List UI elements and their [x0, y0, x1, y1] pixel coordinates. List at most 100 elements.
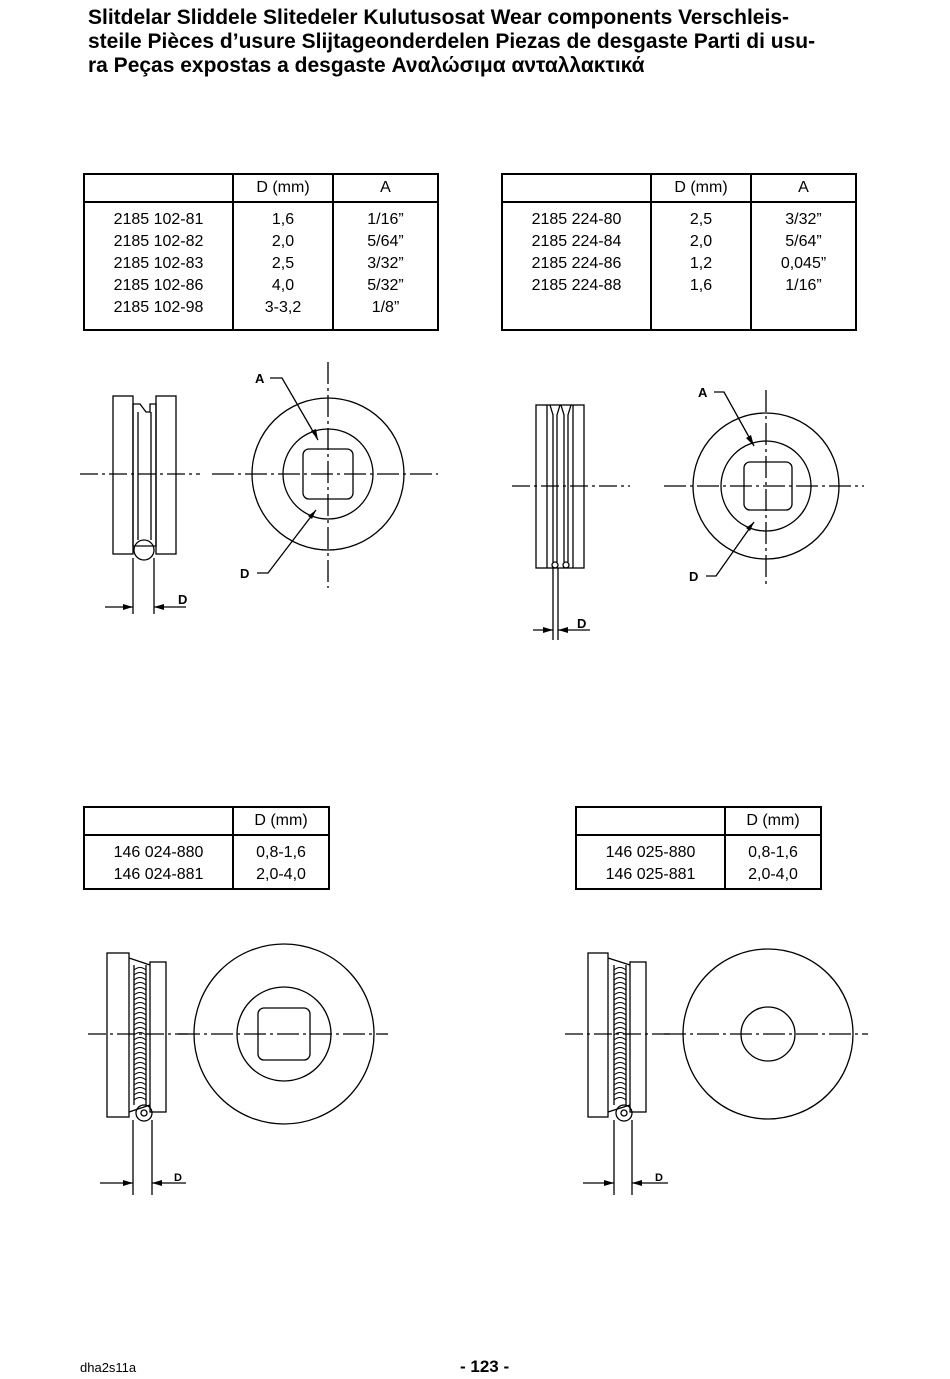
knurl-line: [133, 1067, 147, 1071]
knurl-line: [613, 1062, 627, 1066]
table-header-blank: [501, 173, 652, 203]
knurl-line: [613, 1002, 627, 1006]
d-value: 1,6: [689, 277, 713, 294]
table-column-d: 1,6 2,0 2,5 4,0 3-3,2: [232, 202, 334, 330]
knurl-line: [133, 1037, 147, 1041]
d-value: 2,0-4,0: [256, 866, 306, 883]
table-header-blank: [83, 806, 234, 836]
part-number: 2185 102-98: [113, 299, 204, 316]
a-value: 5/32”: [367, 277, 404, 294]
d-value: 3-3,2: [264, 299, 302, 316]
a-value: 1/8”: [371, 299, 400, 316]
part-number: 2185 224-88: [531, 277, 622, 294]
knurl-line: [613, 1007, 627, 1011]
knurl-line: [613, 1057, 627, 1061]
d-value: 2,0-4,0: [748, 866, 798, 883]
part-number: 2185 224-80: [531, 211, 622, 228]
knurl-line: [613, 1017, 627, 1021]
part-number: 146 024-881: [113, 866, 204, 883]
knurl-line: [613, 1037, 627, 1041]
table-column-a: 1/16” 5/64” 3/32” 5/32” 1/8”: [332, 202, 439, 330]
table-header-d: D (mm): [232, 806, 330, 836]
knurl-line: [613, 1022, 627, 1026]
table-header-a: A: [750, 173, 857, 203]
table-column-d: 2,5 2,0 1,2 1,6: [650, 202, 752, 330]
d-value: 2,5: [689, 211, 713, 228]
a-value: 5/64”: [367, 233, 404, 250]
label-a: A: [255, 371, 265, 386]
label-d: D: [655, 1172, 663, 1184]
d-value: 2,0: [271, 233, 295, 250]
part-number: 146 025-881: [605, 866, 696, 883]
knurl-line: [133, 1092, 147, 1096]
table-header-d: D (mm): [724, 806, 822, 836]
d-value: 1,2: [689, 255, 713, 272]
knurl-line: [613, 987, 627, 991]
d-value: 1,6: [271, 211, 295, 228]
d-value: 4,0: [271, 277, 295, 294]
label-d: D: [577, 616, 586, 631]
knurl-line: [133, 1072, 147, 1076]
knurl-line: [133, 1007, 147, 1011]
knurl-line: [133, 1042, 147, 1046]
table-column-d: 0,8-1,6 2,0-4,0: [232, 835, 330, 889]
part-number: 2185 102-82: [113, 233, 204, 250]
title-line-3: ra Peças expostas a desgaste Αναλώσιμα α…: [88, 54, 645, 77]
knurl-line: [613, 997, 627, 1001]
knurl-line: [133, 982, 147, 986]
d-value: 2,5: [271, 255, 295, 272]
table-column-d: 0,8-1,6 2,0-4,0: [724, 835, 822, 889]
knurl-line: [613, 1067, 627, 1071]
knurl-line: [133, 1047, 147, 1051]
knurl-line: [613, 1082, 627, 1086]
a-value: 0,045”: [780, 255, 827, 272]
knurl-line: [133, 1052, 147, 1056]
table-column-codes: 2185 224-80 2185 224-84 2185 224-86 2185…: [501, 202, 652, 330]
table-header-d: D (mm): [650, 173, 752, 203]
knurl-line: [133, 987, 147, 991]
knurl-line: [133, 1062, 147, 1066]
knurl-line: [133, 1027, 147, 1031]
knurl-line: [613, 1032, 627, 1036]
knurl-line: [613, 1077, 627, 1081]
part-number: 2185 224-86: [531, 255, 622, 272]
d-value: 0,8-1,6: [748, 844, 798, 861]
knurl-line: [613, 1097, 627, 1101]
knurl-line: [133, 1012, 147, 1016]
knurl-line: [133, 1097, 147, 1101]
parts-table-1: D (mm) A 2185 102-81 2185 102-82 2185 10…: [83, 173, 439, 331]
knurl-line: [613, 1092, 627, 1096]
knurl-line: [613, 992, 627, 996]
knurl-line: [133, 972, 147, 976]
table-header-a: A: [332, 173, 439, 203]
knurl-line: [133, 977, 147, 981]
table-header-blank: [83, 173, 234, 203]
knurl-line: [613, 1027, 627, 1031]
part-number: 146 024-880: [113, 844, 204, 861]
label-d: D: [240, 566, 249, 581]
part-number: 146 025-880: [605, 844, 696, 861]
knurl-line: [613, 1087, 627, 1091]
label-a: A: [698, 385, 708, 400]
a-value: 3/32”: [785, 211, 822, 228]
knurl-line: [133, 997, 147, 1001]
knurl-line: [613, 977, 627, 981]
knurl-line: [613, 1052, 627, 1056]
part-number: 2185 102-83: [113, 255, 204, 272]
knurl-line: [613, 982, 627, 986]
part-number: 2185 102-86: [113, 277, 204, 294]
document-code: dha2s11a: [80, 1360, 137, 1375]
knurl-line: [133, 1057, 147, 1061]
parts-table-4: D (mm) 146 025-880 146 025-881 0,8-1,6 2…: [575, 806, 822, 890]
knurl-line: [133, 1002, 147, 1006]
title-line-2: steile Pièces d’usure Slijtageonderdelen…: [88, 30, 816, 53]
d-value: 0,8-1,6: [256, 844, 306, 861]
title-line-1: Slitdelar Sliddele Slitedeler Kulutusosa…: [88, 6, 789, 29]
